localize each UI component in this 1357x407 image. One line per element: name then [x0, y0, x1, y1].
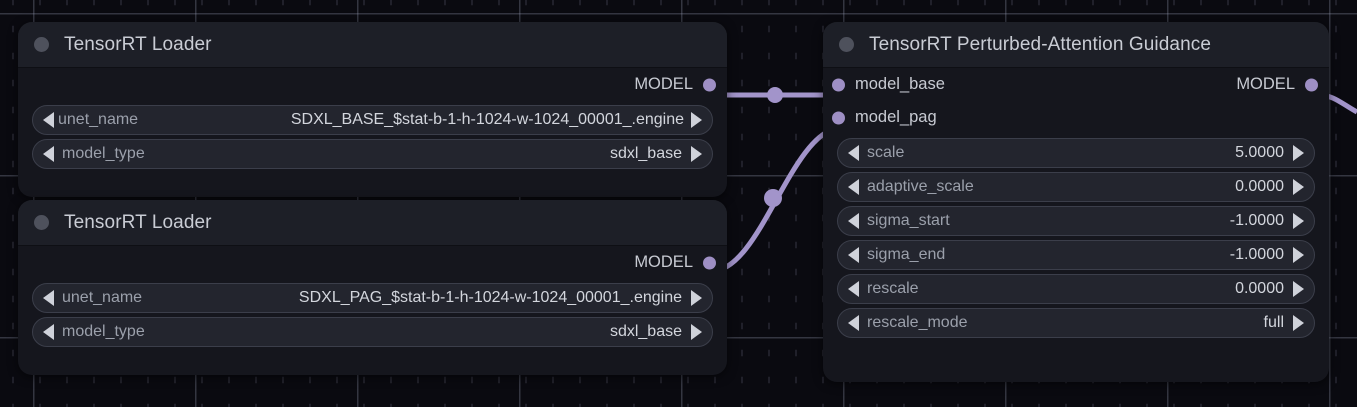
increment-arrow-icon[interactable] [691, 112, 702, 128]
widget-label: unet_name [58, 111, 139, 128]
decrement-arrow-icon[interactable] [848, 315, 859, 331]
node-tensorrt-loader-pag[interactable]: TensorRT Loader MODEL unet_name SDXL_PAG… [18, 200, 727, 375]
widget-label: unet_name [62, 289, 143, 306]
widget-value[interactable]: sdxl_base [609, 145, 682, 162]
widget-value[interactable]: -1.0000 [1229, 246, 1284, 263]
output-slot-model[interactable]: MODEL [18, 68, 727, 101]
decrement-arrow-icon[interactable] [848, 281, 859, 297]
widget-model-type[interactable]: model_type sdxl_base [32, 139, 713, 169]
increment-arrow-icon[interactable] [1293, 281, 1304, 297]
decrement-arrow-icon[interactable] [43, 146, 54, 162]
widget-adaptive-scale[interactable]: adaptive_scale 0.0000 [837, 172, 1315, 202]
decrement-arrow-icon[interactable] [848, 179, 859, 195]
increment-arrow-icon[interactable] [691, 290, 702, 306]
widget-unet-name[interactable]: unet_name SDXL_BASE_$stat-b-1-h-1024-w-1… [32, 105, 713, 135]
widget-rescale[interactable]: rescale 0.0000 [837, 274, 1315, 304]
output-slot-label-model: MODEL [1236, 75, 1295, 93]
widget-scale[interactable]: scale 5.0000 [837, 138, 1315, 168]
widget-value[interactable]: sdxl_base [609, 323, 682, 340]
node-body: MODEL unet_name SDXL_PAG_$stat-b-1-h-102… [18, 246, 727, 357]
node-header[interactable]: TensorRT Loader [18, 22, 727, 68]
output-slot-label: MODEL [634, 253, 693, 271]
widget-rescale-mode[interactable]: rescale_mode full [837, 308, 1315, 338]
collapse-toggle-icon[interactable] [839, 37, 854, 52]
widget-value[interactable]: 0.0000 [1235, 178, 1284, 195]
slot-row-model-base[interactable]: model_base MODEL [823, 68, 1329, 101]
increment-arrow-icon[interactable] [1293, 145, 1304, 161]
input-port-dot-icon[interactable] [832, 78, 845, 91]
output-slot-model[interactable]: MODEL [18, 246, 727, 279]
decrement-arrow-icon[interactable] [848, 213, 859, 229]
widget-label: rescale [867, 280, 919, 297]
widget-label: adaptive_scale [867, 178, 974, 195]
input-slot-label-model-pag: model_pag [855, 108, 937, 126]
decrement-arrow-icon[interactable] [43, 290, 54, 306]
widget-label: rescale_mode [867, 314, 968, 331]
increment-arrow-icon[interactable] [1293, 213, 1304, 229]
output-slot-label: MODEL [634, 75, 693, 93]
node-tensorrt-perturbed-attention-guidance[interactable]: TensorRT Perturbed-Attention Guidance mo… [823, 22, 1329, 382]
node-body: model_base MODEL model_pag scale 5.0000 … [823, 68, 1329, 348]
widget-label: scale [867, 144, 905, 161]
widget-value[interactable]: full [1263, 314, 1284, 331]
node-tensorrt-loader-base[interactable]: TensorRT Loader MODEL unet_name SDXL_BAS… [18, 22, 727, 197]
collapse-toggle-icon[interactable] [34, 37, 49, 52]
increment-arrow-icon[interactable] [1293, 315, 1304, 331]
increment-arrow-icon[interactable] [691, 146, 702, 162]
input-slot-label-model-base: model_base [855, 75, 945, 93]
widget-value[interactable]: SDXL_PAG_$stat-b-1-h-1024-w-1024_00001_.… [298, 289, 682, 306]
node-header[interactable]: TensorRT Perturbed-Attention Guidance [823, 22, 1329, 68]
slot-row-model-pag[interactable]: model_pag [823, 101, 1329, 134]
increment-arrow-icon[interactable] [1293, 247, 1304, 263]
widget-value[interactable]: 5.0000 [1235, 144, 1284, 161]
input-port-dot-icon[interactable] [832, 111, 845, 124]
output-port-dot-icon[interactable] [703, 256, 716, 269]
output-port-dot-icon[interactable] [1305, 78, 1318, 91]
collapse-toggle-icon[interactable] [34, 215, 49, 230]
widget-label: sigma_start [867, 212, 950, 229]
decrement-arrow-icon[interactable] [43, 112, 54, 128]
widget-value[interactable]: SDXL_BASE_$stat-b-1-h-1024-w-1024_00001_… [290, 111, 684, 128]
node-title: TensorRT Loader [64, 33, 212, 55]
widget-sigma-start[interactable]: sigma_start -1.0000 [837, 206, 1315, 236]
widget-model-type[interactable]: model_type sdxl_base [32, 317, 713, 347]
node-title: TensorRT Loader [64, 211, 212, 233]
increment-arrow-icon[interactable] [1293, 179, 1304, 195]
widget-value[interactable]: 0.0000 [1235, 280, 1284, 297]
widget-label: sigma_end [867, 246, 946, 263]
output-port-dot-icon[interactable] [703, 78, 716, 91]
decrement-arrow-icon[interactable] [848, 145, 859, 161]
increment-arrow-icon[interactable] [691, 324, 702, 340]
widget-sigma-end[interactable]: sigma_end -1.0000 [837, 240, 1315, 270]
widget-value[interactable]: -1.0000 [1229, 212, 1284, 229]
node-header[interactable]: TensorRT Loader [18, 200, 727, 246]
widget-label: model_type [62, 145, 145, 162]
decrement-arrow-icon[interactable] [43, 324, 54, 340]
widget-unet-name[interactable]: unet_name SDXL_PAG_$stat-b-1-h-1024-w-10… [32, 283, 713, 313]
decrement-arrow-icon[interactable] [848, 247, 859, 263]
node-body: MODEL unet_name SDXL_BASE_$stat-b-1-h-10… [18, 68, 727, 179]
node-title: TensorRT Perturbed-Attention Guidance [869, 33, 1212, 55]
widget-label: model_type [62, 323, 145, 340]
